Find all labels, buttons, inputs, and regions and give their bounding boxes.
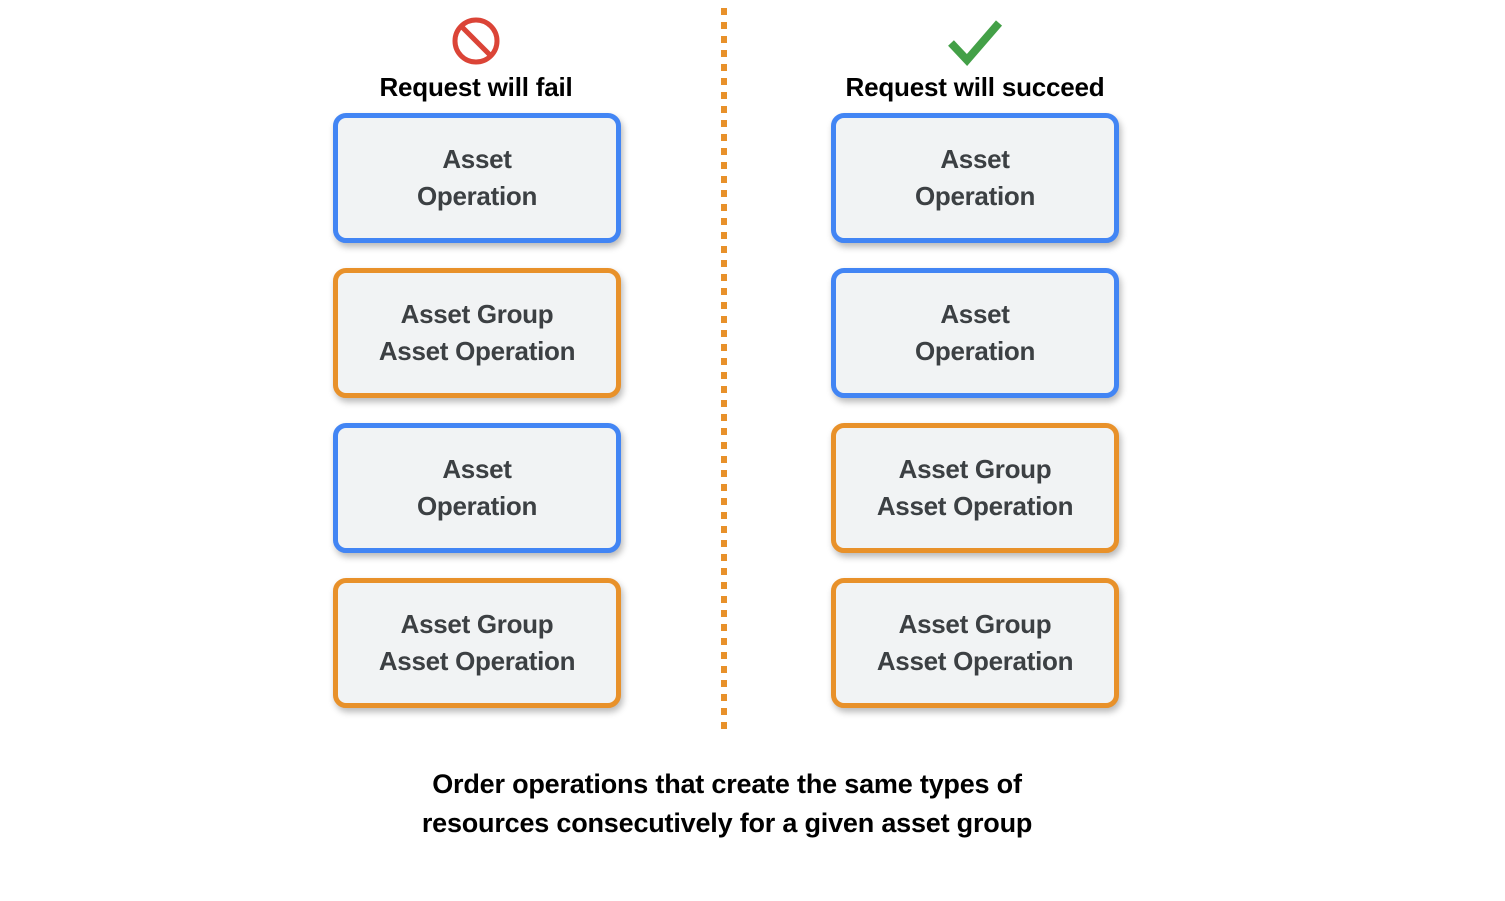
card-succeed-2: Asset Operation (831, 268, 1119, 398)
card-label: Asset Group Asset Operation (378, 299, 576, 366)
card-fail-3: Asset Operation (333, 423, 621, 553)
card-label: Asset Operation (416, 454, 538, 521)
card-label: Asset Operation (914, 299, 1036, 366)
column-header-succeed: Request will succeed (745, 12, 1205, 102)
column-header-label-succeed: Request will succeed (845, 72, 1105, 102)
column-header-fail: Request will fail (246, 12, 706, 102)
card-label: Asset Operation (416, 144, 538, 211)
column-divider (721, 8, 727, 736)
card-succeed-1: Asset Operation (831, 113, 1119, 243)
card-column-fail: Asset Operation Asset Group Asset Operat… (333, 113, 621, 708)
column-header-label-fail: Request will fail (379, 72, 573, 102)
card-label: Asset Group Asset Operation (876, 454, 1074, 521)
card-fail-4: Asset Group Asset Operation (333, 578, 621, 708)
card-label: Asset Group Asset Operation (876, 609, 1074, 676)
checkmark-icon (745, 12, 1205, 70)
card-column-succeed: Asset Operation Asset Operation Asset Gr… (831, 113, 1119, 708)
card-fail-2: Asset Group Asset Operation (333, 268, 621, 398)
card-label: Asset Operation (914, 144, 1036, 211)
diagram-caption: Order operations that create the same ty… (421, 769, 1033, 838)
card-fail-1: Asset Operation (333, 113, 621, 243)
prohibited-icon (246, 12, 706, 70)
card-succeed-4: Asset Group Asset Operation (831, 578, 1119, 708)
card-succeed-3: Asset Group Asset Operation (831, 423, 1119, 553)
card-label: Asset Group Asset Operation (378, 609, 576, 676)
